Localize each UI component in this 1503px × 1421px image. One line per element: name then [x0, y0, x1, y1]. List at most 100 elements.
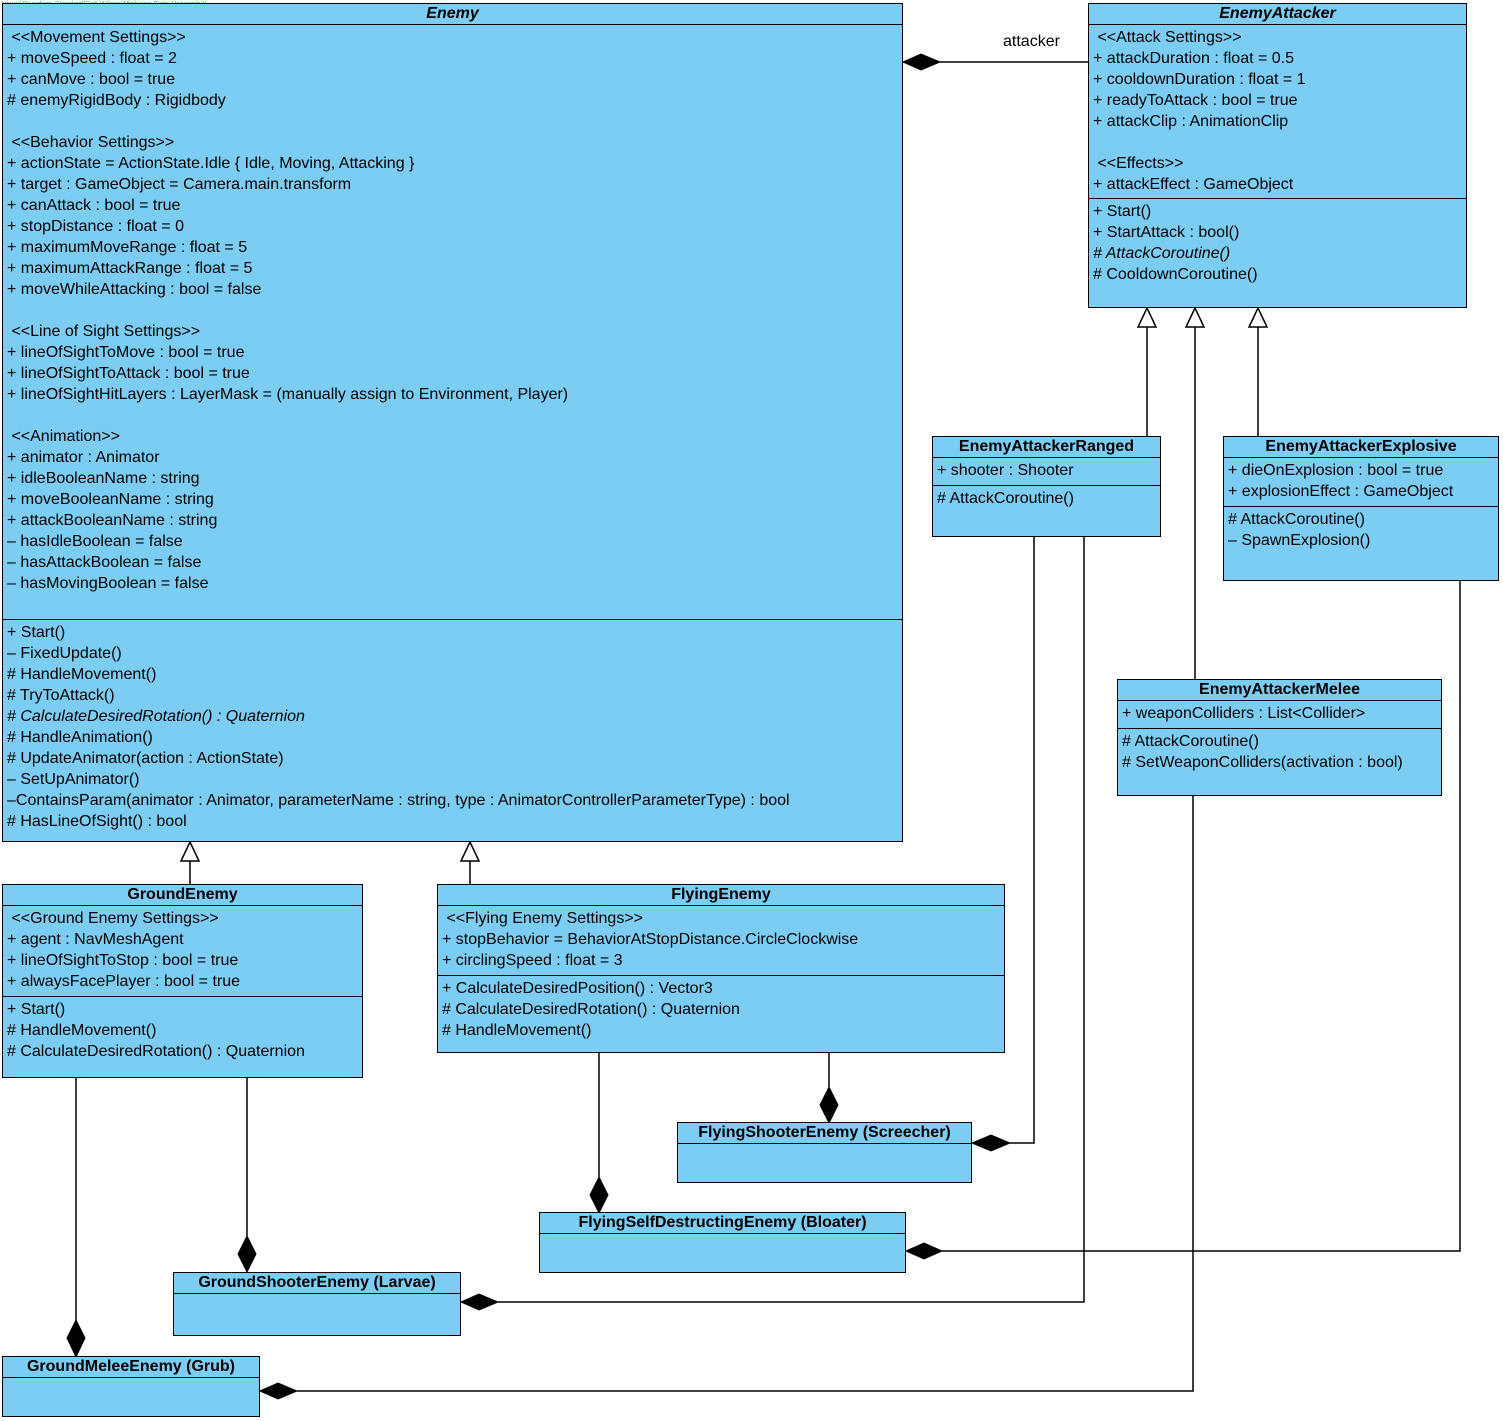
operation: # HandleMovement()	[7, 1022, 157, 1039]
attributes-compartment: <<Ground Enemy Settings>>+ agent : NavMe…	[3, 906, 362, 997]
composition-line-ranged-screecher	[1010, 537, 1035, 1144]
attribute: + actionState = ActionState.Idle { Idle,…	[7, 155, 415, 172]
attribute: + lineOfSightToStop : bool = true	[7, 952, 239, 969]
operations-compartment: + Start()– FixedUpdate()# HandleMovement…	[3, 620, 902, 841]
operation: # AttackCoroutine()	[1122, 733, 1259, 750]
operation: # CalculateDesiredRotation() : Quaternio…	[7, 1043, 305, 1060]
class-name: FlyingEnemy	[438, 885, 1004, 906]
operation: # HandleMovement()	[7, 666, 157, 683]
attribute: – hasMovingBoolean = false	[7, 575, 209, 592]
operations-compartment: # AttackCoroutine()– SpawnExplosion()	[1224, 507, 1498, 580]
class-name: GroundShooterEnemy (Larvae)	[174, 1273, 460, 1294]
attributes-compartment: + shooter : Shooter	[933, 458, 1160, 486]
class-enemy[interactable]: Enemy <<Movement Settings>>+ moveSpeed :…	[2, 3, 903, 842]
operation: # AttackCoroutine()	[937, 490, 1074, 507]
operation: + CalculateDesiredPosition() : Vector3	[442, 980, 713, 997]
class-enemy-attacker-melee[interactable]: EnemyAttackerMelee+ weaponColliders : Li…	[1117, 679, 1442, 796]
class-ground-enemy[interactable]: GroundEnemy <<Ground Enemy Settings>>+ a…	[2, 884, 363, 1078]
class-flying-enemy[interactable]: FlyingEnemy <<Flying Enemy Settings>> + s…	[437, 884, 1005, 1053]
attribute: + lineOfSightToAttack : bool = true	[7, 365, 250, 382]
operation: # CalculateDesiredRotation() : Quaternio…	[7, 708, 305, 725]
attributes-compartment: <<Flying Enemy Settings>> + stopBehavior …	[438, 906, 1004, 976]
operation: # SetWeaponColliders(activation : bool)	[1122, 754, 1403, 771]
attribute: + explosionEffect : GameObject	[1228, 483, 1454, 500]
composition-diamond-enemy	[901, 53, 942, 71]
attribute: + stopBehavior = BehaviorAtStopDistance.…	[442, 931, 859, 948]
attribute: + maximumMoveRange : float = 5	[7, 239, 248, 256]
generalization-arrow-flying-enemy	[459, 840, 481, 862]
attribute: + cooldownDuration : float = 1	[1093, 71, 1306, 88]
class-enemy-attacker-ranged[interactable]: EnemyAttackerRanged + shooter : Shooter # …	[932, 436, 1161, 537]
composition-diamond-screecher-top	[819, 1085, 839, 1125]
class-name: GroundEnemy	[3, 885, 362, 906]
attribute: + weaponColliders : List<Collider>	[1122, 705, 1366, 722]
operation: # CooldownCoroutine()	[1093, 266, 1258, 283]
attributes-compartment: + weaponColliders : List<Collider>	[1118, 701, 1441, 729]
attribute: – hasIdleBoolean = false	[7, 533, 183, 550]
attribute: + target : GameObject = Camera.main.tran…	[7, 176, 352, 193]
attribute: + attackEffect : GameObject	[1093, 176, 1294, 193]
attribute	[7, 111, 898, 132]
operation: # AttackCoroutine()	[1093, 245, 1231, 262]
attribute: – hasAttackBoolean = false	[7, 554, 202, 571]
class-name: GroundMeleeEnemy (Grub)	[3, 1357, 259, 1378]
operation: # TryToAttack()	[7, 687, 115, 704]
class-name: FlyingShooterEnemy (Screecher)	[678, 1123, 971, 1144]
stereotype-label: <<Flying Enemy Settings>>	[442, 910, 643, 927]
class-ground-shooter-enemy[interactable]: GroundShooterEnemy (Larvae)	[173, 1272, 461, 1336]
composition-diamond-larvae-top	[237, 1234, 257, 1274]
operation: + Start()	[7, 624, 66, 641]
class-flying-self-destructing-enemy[interactable]: FlyingSelfDestructingEnemy (Bloater)	[539, 1212, 906, 1273]
class-name: EnemyAttackerExplosive	[1224, 437, 1498, 458]
attribute: + circlingSpeed : float = 3	[442, 952, 623, 969]
attributes-compartment: <<Attack Settings>> + attackDuration : fl…	[1089, 25, 1466, 199]
stereotype-label: <<Animation>>	[7, 428, 120, 445]
attribute: + moveSpeed : float = 2	[7, 50, 177, 67]
operations-compartment: # AttackCoroutine() # SetWeaponColliders(…	[1118, 729, 1441, 795]
generalization-arrow-ground-enemy	[179, 840, 201, 862]
operations-compartment	[174, 1300, 460, 1335]
composition-diamond-grub-right	[258, 1382, 299, 1400]
attribute: + lineOfSightHitLayers : LayerMask = (ma…	[7, 386, 569, 403]
composition-diamond-screecher-right	[970, 1134, 1012, 1152]
attribute: + agent : NavMeshAgent	[7, 931, 184, 948]
composition-diamond-larvae-right	[459, 1293, 500, 1311]
stereotype-label: <<Effects>>	[1093, 155, 1184, 172]
attribute: + maximumAttackRange : float = 5	[7, 260, 253, 277]
operation: # UpdateAnimator(action : ActionState)	[7, 750, 284, 767]
class-flying-shooter-enemy[interactable]: FlyingShooterEnemy (Screecher)	[677, 1122, 972, 1183]
attacker-role-label: attacker	[1003, 33, 1060, 50]
operation: # HasLineOfSight() : bool	[7, 813, 187, 830]
operations-compartment	[540, 1240, 905, 1272]
stereotype-label: <<Behavior Settings>>	[7, 134, 175, 151]
class-enemy-attacker-explosive[interactable]: EnemyAttackerExplosive+ dieOnExplosion :…	[1223, 436, 1499, 581]
generalization-arrow-ranged	[1136, 306, 1158, 328]
attribute: + moveBooleanName : string	[7, 491, 214, 508]
operations-compartment: + Start()# HandleMovement()# CalculateDe…	[3, 997, 362, 1077]
attribute: + readyToAttack : bool = true	[1093, 92, 1298, 109]
operations-compartment: # AttackCoroutine()	[933, 486, 1160, 536]
attribute: + shooter : Shooter	[937, 462, 1074, 479]
attribute: + canMove : bool = true	[7, 71, 176, 88]
operations-compartment	[3, 1384, 259, 1416]
operations-compartment: + Start()+ StartAttack : bool()# AttackC…	[1089, 199, 1466, 307]
attribute: + attackDuration : float = 0.5	[1093, 50, 1295, 67]
composition-diamond-bloater-top	[589, 1175, 609, 1215]
class-ground-melee-enemy[interactable]: GroundMeleeEnemy (Grub)	[2, 1356, 260, 1417]
attribute: + attackClip : AnimationClip	[1093, 113, 1289, 130]
operation: # HandleAnimation()	[7, 729, 153, 746]
operation: –ContainsParam(animator : Animator, para…	[7, 792, 790, 809]
class-enemy-attacker[interactable]: EnemyAttacker <<Attack Settings>>+ attac…	[1088, 3, 1467, 308]
attribute: + alwaysFacePlayer : bool = true	[7, 973, 241, 990]
operation: # AttackCoroutine()	[1228, 511, 1365, 528]
generalization-arrow-explosive	[1247, 306, 1269, 328]
class-name: EnemyAttackerRanged	[933, 437, 1160, 458]
operation: – SetUpAnimator()	[7, 771, 140, 788]
class-name: FlyingSelfDestructingEnemy (Bloater)	[540, 1213, 905, 1234]
composition-diamond-bloater-right	[904, 1242, 944, 1260]
attribute: # enemyRigidBody : Rigidbody	[7, 92, 226, 109]
attributes-compartment: + dieOnExplosion : bool = true+ explosio…	[1224, 458, 1498, 507]
stereotype-label: <<Line of Sight Settings>>	[7, 323, 201, 340]
attribute: + canAttack : bool = true	[7, 197, 181, 214]
stereotype-label: <<Attack Settings>>	[1093, 29, 1242, 46]
